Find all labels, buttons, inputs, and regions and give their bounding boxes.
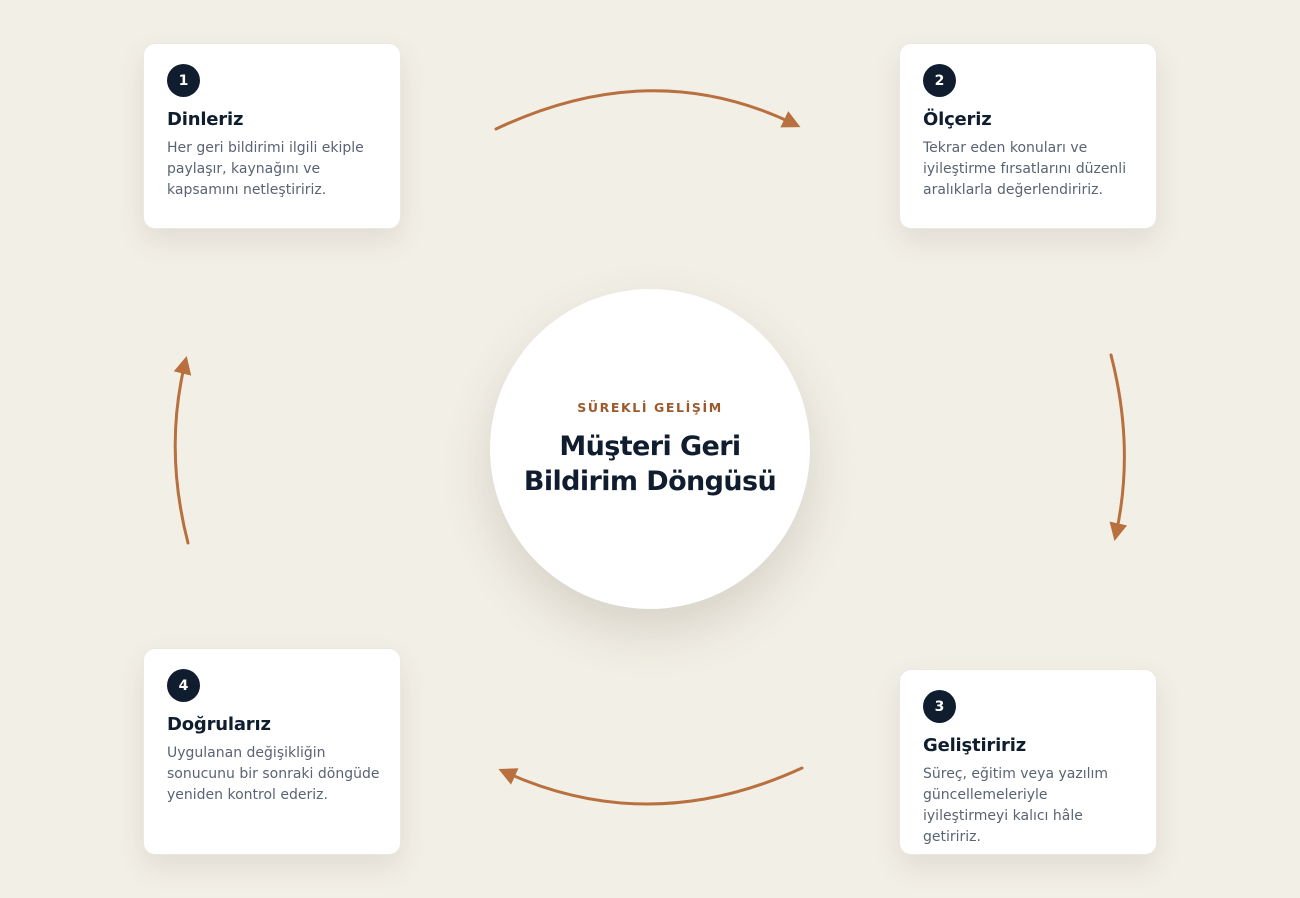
step-number-badge: 1: [167, 64, 200, 97]
arrow-step3-to-step4: [498, 766, 804, 806]
step-card-1: 1 Dinleriz Her geri bildirimi ilgili eki…: [143, 43, 401, 229]
step-title: Ölçeriz: [923, 109, 992, 130]
step-card-3: 3 Geliştiririz Süreç, eğitim veya yazılı…: [899, 669, 1157, 855]
cycle-center-circle: SÜREKLİ GELİŞİM Müşteri Geri Bildirim Dö…: [490, 289, 810, 609]
step-number-badge: 2: [923, 64, 956, 97]
step-title: Doğrularız: [167, 714, 271, 735]
step-number-badge: 4: [167, 669, 200, 702]
arrow-step1-to-step2: [494, 89, 801, 131]
step-card-2: 2 Ölçeriz Tekrar eden konuları ve iyileş…: [899, 43, 1157, 229]
step-title: Dinleriz: [167, 109, 244, 130]
step-title: Geliştiririz: [923, 735, 1026, 756]
step-description: Her geri bildirimi ilgili ekiple paylaşı…: [167, 140, 364, 198]
arrow-step2-to-step3: [1109, 353, 1128, 542]
step-description: Süreç, eğitim veya yazılım güncellemeler…: [923, 766, 1109, 845]
step-card-4: 4 Doğrularız Uygulanan değişikliğin sonu…: [143, 648, 401, 855]
step-description: Tekrar eden konuları ve iyileştirme fırs…: [923, 140, 1127, 198]
arrow-step4-to-step1: [173, 356, 192, 545]
cycle-eyebrow: SÜREKLİ GELİŞİM: [577, 400, 723, 415]
step-description: Uygulanan değişikliğin sonucunu bir sonr…: [167, 745, 380, 803]
step-number-badge: 3: [923, 690, 956, 723]
cycle-title: Müşteri Geri Bildirim Döngüsü: [523, 431, 777, 497]
